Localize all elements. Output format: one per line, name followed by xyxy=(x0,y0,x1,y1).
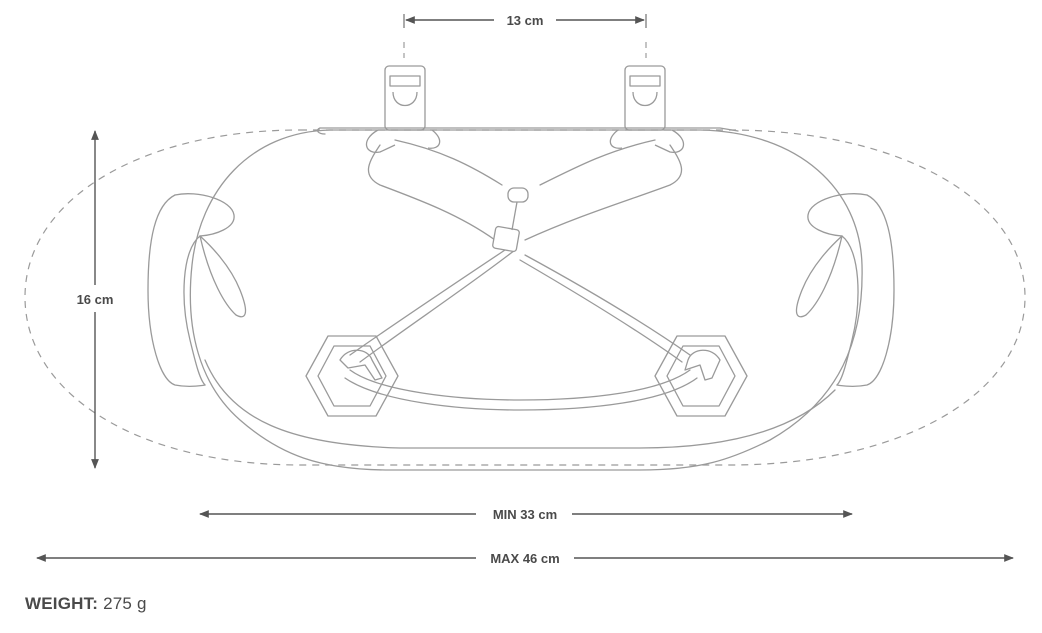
dimension-min-width: MIN 33 cm xyxy=(199,507,853,522)
dimension-max-width: MAX 46 cm xyxy=(36,551,1014,566)
bag-body xyxy=(147,127,895,471)
min-width-label: MIN 33 cm xyxy=(493,507,557,522)
height-label: 16 cm xyxy=(77,292,114,307)
weight-label: WEIGHT: xyxy=(25,594,99,613)
weight-info: WEIGHT: 275 g xyxy=(25,594,147,614)
hex-anchor-right xyxy=(654,335,748,417)
max-width-label: MAX 46 cm xyxy=(490,551,559,566)
cord-lock xyxy=(492,187,529,253)
dimension-strap-spacing: 13 cm xyxy=(403,13,647,58)
bungee-cord xyxy=(344,139,698,411)
weight-value: 275 g xyxy=(103,594,147,613)
strap-buckle-right xyxy=(609,65,685,153)
dimension-height: 16 cm xyxy=(77,130,114,469)
hex-anchor-left xyxy=(305,335,399,417)
strap-buckle-left xyxy=(365,65,441,153)
max-extent-outline xyxy=(24,129,1026,466)
strap-spacing-label: 13 cm xyxy=(507,13,544,28)
